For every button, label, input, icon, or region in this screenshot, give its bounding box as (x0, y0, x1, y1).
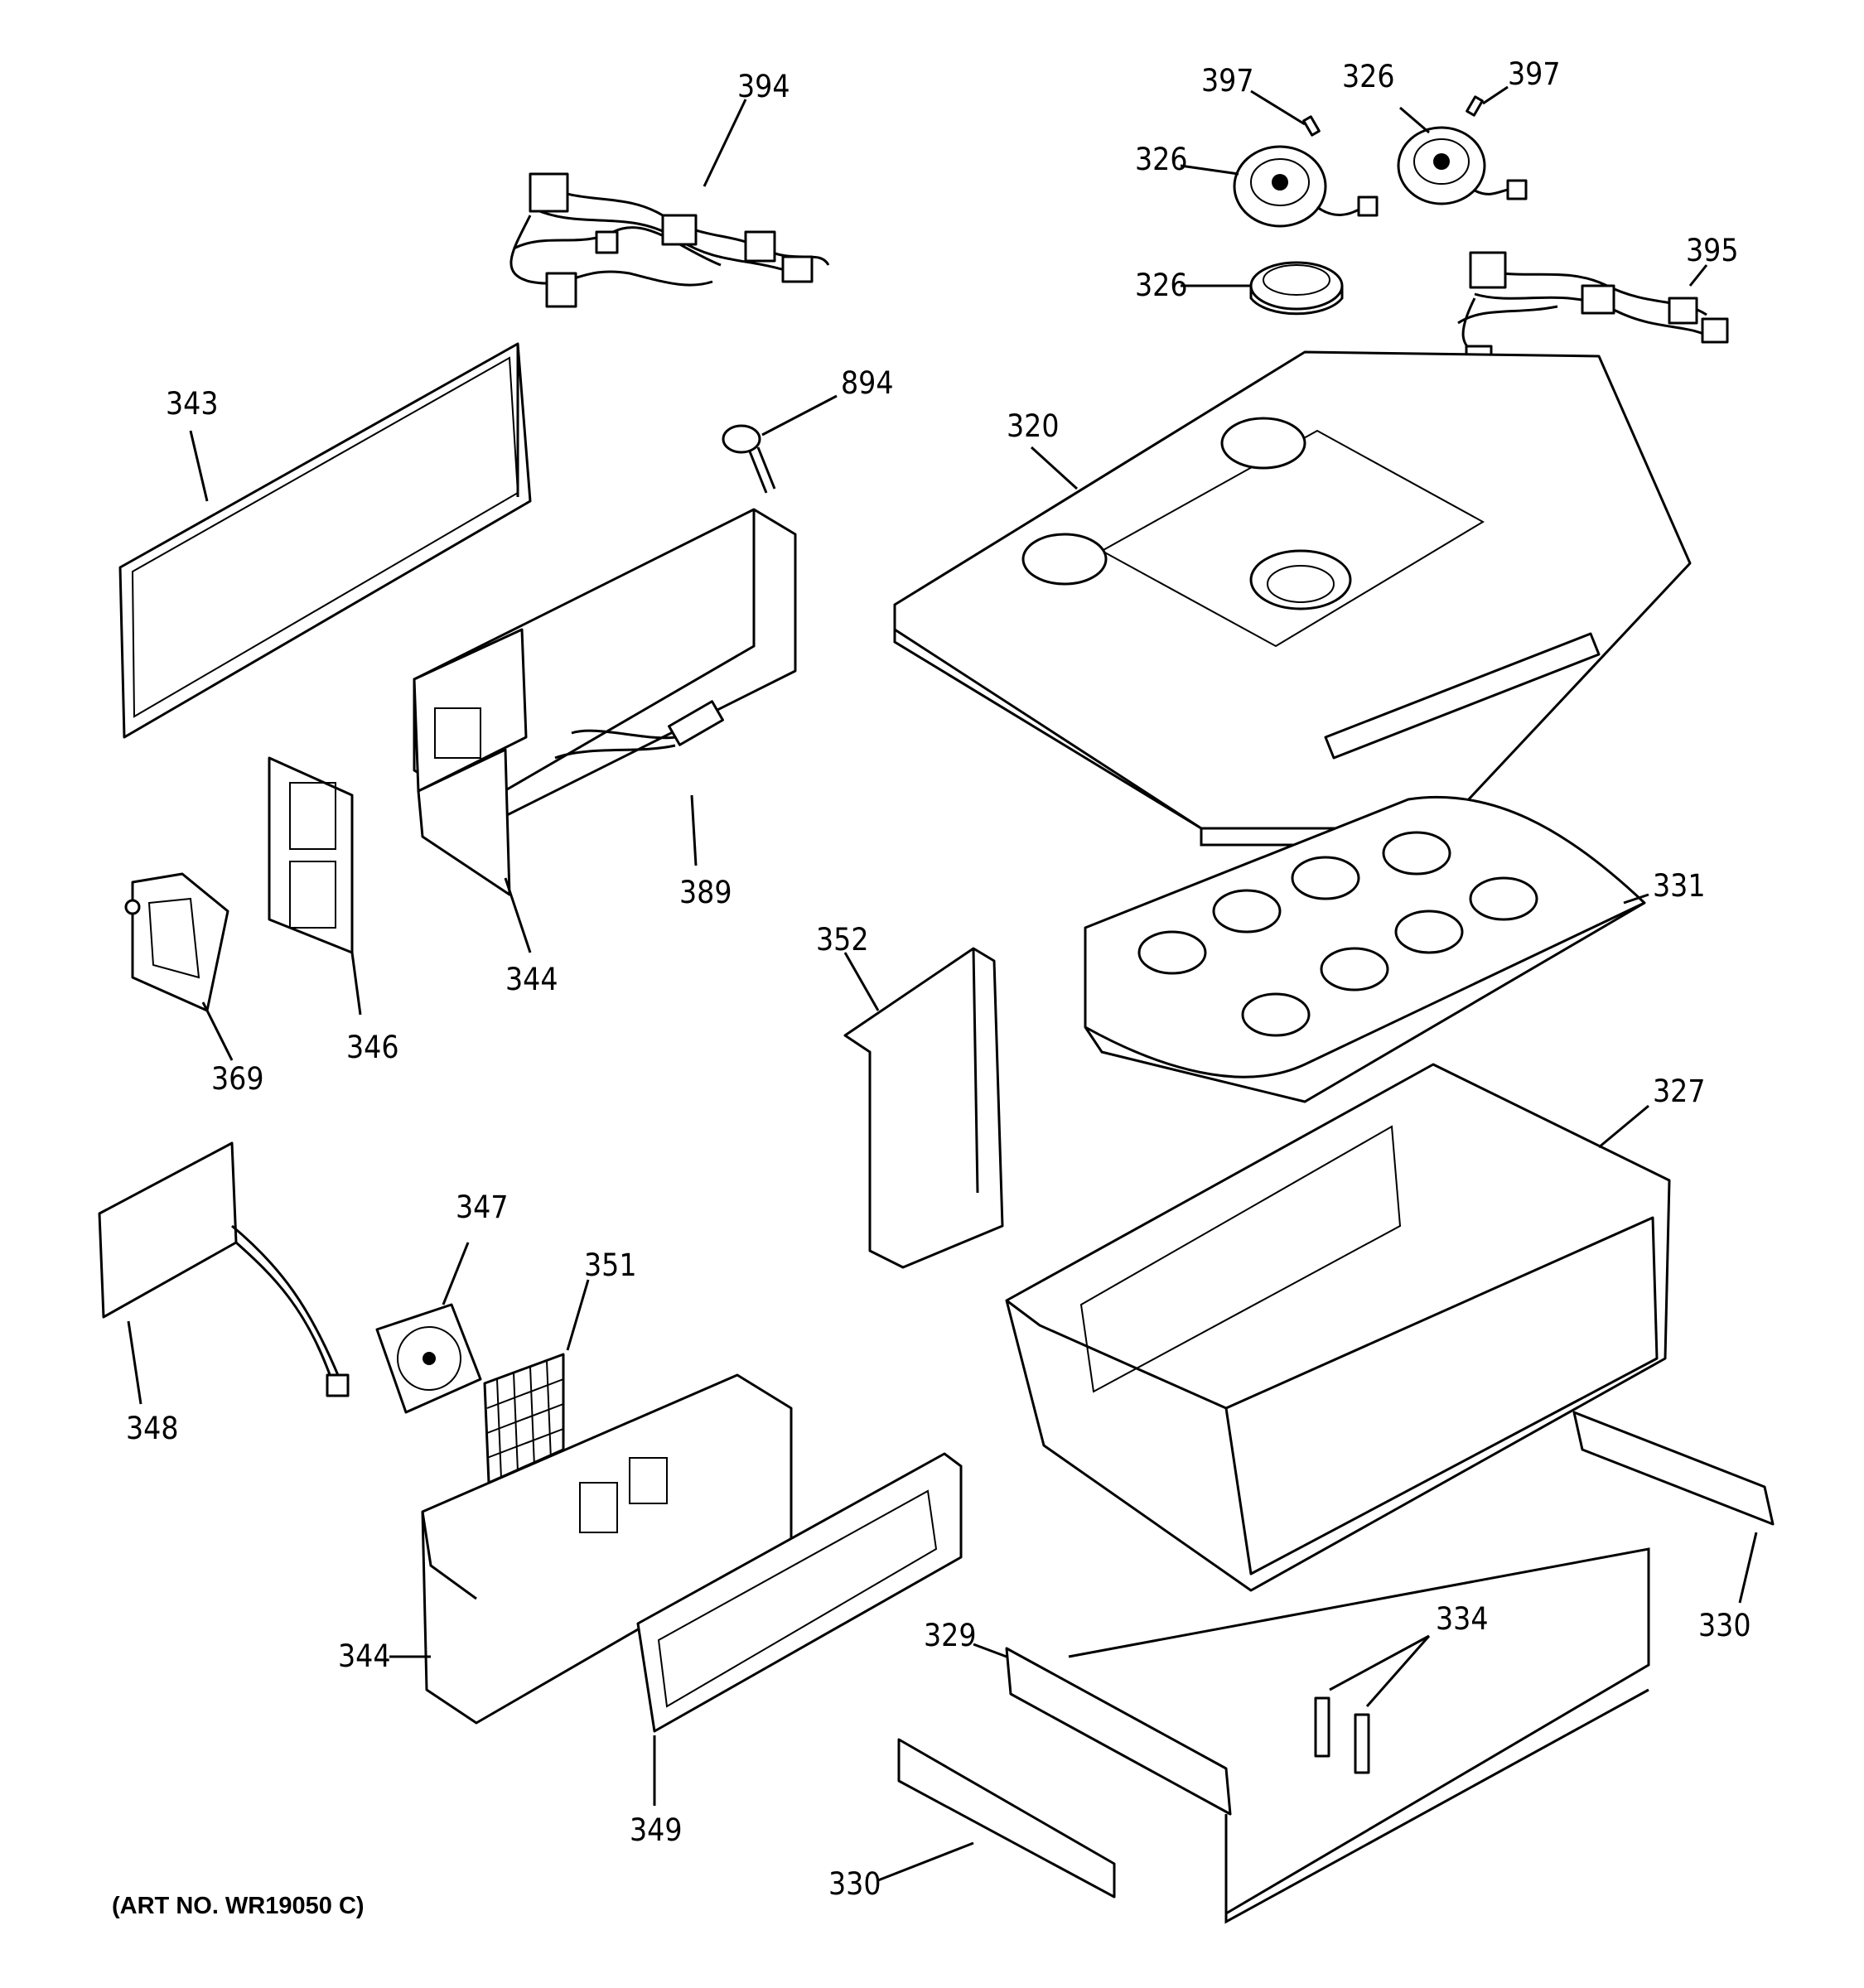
callout-labels: 394 397 326 397 326 326 395 343 894 320 … (112, 56, 1751, 1919)
rail-330-right (1572, 1411, 1775, 1526)
cover-320 (893, 350, 1692, 847)
rail-330-left (897, 1738, 1116, 1899)
fan-347 (375, 1303, 482, 1414)
callout-343: 343 (166, 386, 219, 422)
callout-369: 369 (211, 1061, 264, 1097)
wire-harness-394 (509, 172, 830, 308)
heater-389 (554, 700, 724, 760)
callout-346: 346 (346, 1030, 399, 1065)
callout-349: 349 (630, 1812, 683, 1848)
callout-327: 327 (1653, 1074, 1706, 1109)
callout-352: 352 (816, 922, 869, 958)
callout-330-right: 330 (1698, 1608, 1751, 1643)
callout-395: 395 (1686, 233, 1739, 268)
light-bulb-397-left (1302, 115, 1321, 137)
callout-344-upper: 344 (505, 962, 558, 997)
callout-344-lower: 344 (338, 1638, 391, 1674)
callout-330-left: 330 (828, 1866, 881, 1902)
frame-329 (1005, 1547, 1650, 1924)
light-socket-326-left (1233, 145, 1379, 228)
pin-334-right (1354, 1713, 1370, 1774)
callout-331: 331 (1653, 868, 1706, 904)
frame-349 (636, 1452, 963, 1733)
callout-389: 389 (679, 875, 732, 910)
leader-lines (127, 85, 1758, 1882)
callout-351: 351 (584, 1247, 637, 1283)
panel-343 (118, 342, 532, 739)
grille-351 (483, 1353, 565, 1484)
callout-326-left: 326 (1135, 142, 1188, 177)
callout-348: 348 (126, 1411, 179, 1446)
callout-326-lens: 326 (1135, 268, 1188, 303)
callout-394: 394 (737, 69, 790, 104)
pan-327 (1005, 1063, 1671, 1592)
callout-329: 329 (924, 1618, 977, 1653)
evaporator-348 (98, 1141, 350, 1397)
thermostat-894 (722, 424, 776, 494)
callout-397-left: 397 (1201, 63, 1254, 99)
light-socket-326-right (1397, 126, 1528, 205)
callout-894: 894 (841, 365, 894, 401)
pin-334-left (1314, 1696, 1330, 1758)
callout-397-right: 397 (1508, 56, 1561, 92)
art-number: (ART NO. WR19050 C) (112, 1893, 365, 1919)
callout-334: 334 (1436, 1601, 1489, 1637)
frame-346 (268, 756, 354, 954)
cover-369 (124, 872, 229, 1012)
plate-352 (843, 947, 1004, 1269)
duct-344-upper (413, 508, 797, 896)
callout-347: 347 (456, 1189, 509, 1225)
light-bulb-397-right (1466, 95, 1484, 117)
callout-326-top: 326 (1342, 59, 1395, 94)
tray-331 (1084, 795, 1646, 1103)
callout-320: 320 (1007, 408, 1060, 444)
light-lens-326-bottom (1249, 261, 1344, 316)
